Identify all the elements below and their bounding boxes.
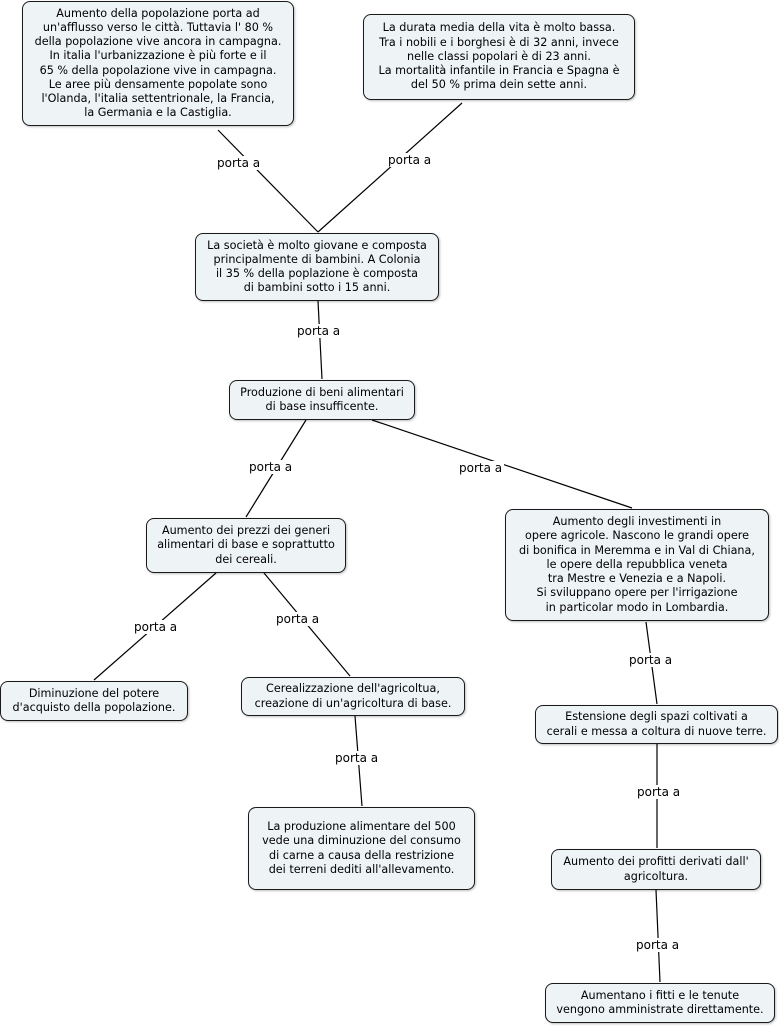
concept-node-text: Cerealizzazione dell'agricoltua, creazio…	[254, 682, 452, 710]
link-label: porta a	[635, 785, 683, 799]
link-label: porta a	[247, 460, 295, 474]
concept-node-food-production[interactable]: Produzione di beni alimentari di base in…	[229, 380, 415, 420]
concept-node-text: Aumento dei prezzi dei generi alimentari…	[157, 524, 335, 566]
concept-node-urban-population[interactable]: Aumento della popolazione porta ad un'af…	[22, 1, 294, 126]
concept-node-text: Diminuzione del potere d'acquisto della …	[12, 686, 176, 714]
concept-node-rents[interactable]: Aumentano i fitti e le tenute vengono am…	[545, 983, 775, 1023]
concept-node-text: Aumento degli investimenti in opere agri…	[519, 515, 755, 614]
link-line-n2-n3	[317, 102, 463, 233]
link-label: porta a	[634, 938, 682, 952]
concept-node-profits[interactable]: Aumento dei profitti derivati dall' agri…	[551, 849, 761, 890]
link-label: porta a	[333, 751, 381, 765]
link-label: porta a	[295, 324, 343, 338]
link-label: porta a	[274, 612, 322, 626]
concept-node-cultivated-areas[interactable]: Estensione degli spazi coltivati a ceral…	[535, 705, 778, 744]
link-line-n1-n3	[217, 129, 319, 233]
concept-node-young-society[interactable]: La società è molto giovane e composta pr…	[195, 233, 439, 301]
concept-node-purchasing-power[interactable]: Diminuzione del potere d'acquisto della …	[0, 681, 188, 721]
concept-node-text: Aumento della popolazione porta ad un'af…	[34, 6, 282, 120]
concept-node-text: Produzione di beni alimentari di base in…	[240, 385, 404, 413]
concept-node-text: Estensione degli spazi coltivati a ceral…	[546, 710, 767, 738]
link-label: porta a	[215, 156, 263, 170]
link-label: porta a	[457, 461, 505, 475]
concept-node-price-increase[interactable]: Aumento dei prezzi dei generi alimentari…	[146, 518, 346, 573]
concept-node-cerealization[interactable]: Cerealizzazione dell'agricoltua, creazio…	[241, 677, 465, 716]
concept-node-agricultural-investments[interactable]: Aumento degli investimenti in opere agri…	[505, 509, 769, 621]
link-label: porta a	[627, 653, 675, 667]
concept-node-meat-consumption[interactable]: La produzione alimentare del 500 vede un…	[248, 807, 475, 890]
link-line-n11-n12	[655, 889, 661, 983]
link-line-n3-n4	[317, 300, 323, 380]
concept-node-text: Aumentano i fitti e le tenute vengono am…	[556, 988, 764, 1016]
concept-node-life-expectancy[interactable]: La durata media della vita è molto bassa…	[363, 14, 635, 100]
link-label: porta a	[132, 620, 180, 634]
concept-node-text: Aumento dei profitti derivati dall' agri…	[563, 855, 749, 883]
link-label: porta a	[386, 153, 434, 167]
concept-node-text: La durata media della vita è molto bassa…	[378, 21, 620, 92]
concept-node-text: La produzione alimentare del 500 vede un…	[262, 820, 461, 876]
concept-node-text: La società è molto giovane e composta pr…	[207, 238, 427, 295]
